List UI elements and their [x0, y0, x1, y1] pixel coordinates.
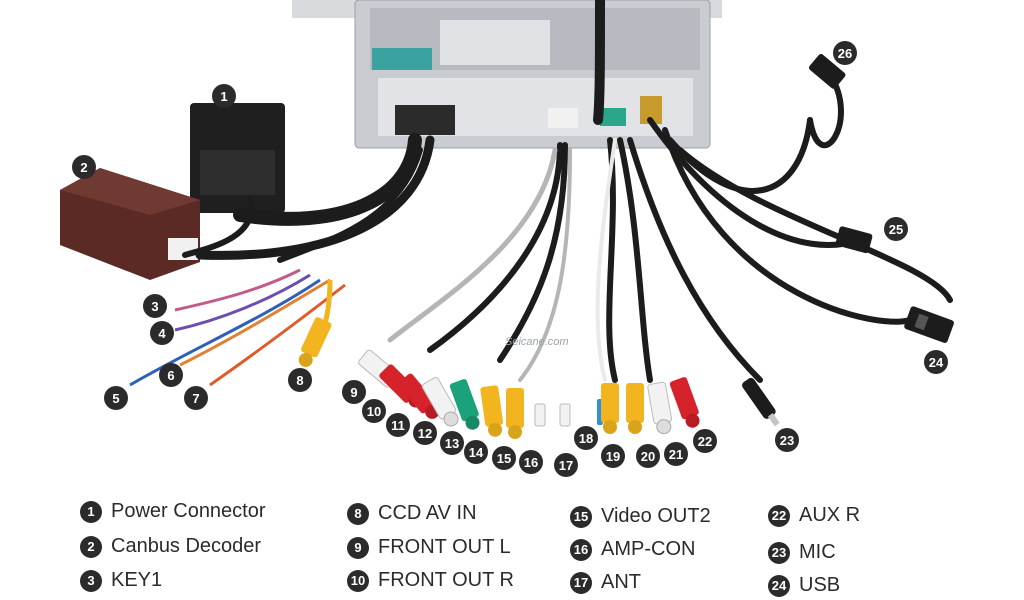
- callout-17: 17: [554, 453, 578, 477]
- callout-15: 15: [492, 446, 516, 470]
- legend-label: Canbus Decoder: [111, 535, 262, 557]
- legend-number: 17: [570, 571, 592, 594]
- legend-item-16: 16 AMP-CON: [570, 538, 695, 561]
- legend-item-9: 9 FRONT OUT L: [347, 536, 511, 559]
- legend-item-8: 8 CCD AV IN: [347, 502, 477, 525]
- callout-22: 22: [693, 429, 717, 453]
- callout-24-label: 24: [929, 355, 944, 370]
- legend-number: 8: [347, 502, 369, 525]
- legend-label: AMP-CON: [601, 538, 696, 560]
- callout-11: 11: [386, 413, 410, 437]
- callout-21-label: 21: [669, 447, 683, 462]
- legend-number: 9: [347, 536, 369, 559]
- legend-item-23: 23 MIC: [768, 541, 836, 564]
- legend-label: FRONT OUT L: [378, 536, 511, 558]
- legend-label: MIC: [799, 541, 836, 563]
- legend-number: 16: [570, 538, 592, 561]
- legend-item-15: 15 Video OUT2: [570, 505, 711, 528]
- legend-number: 23: [768, 541, 790, 564]
- callout-12-label: 12: [418, 426, 432, 441]
- callout-12: 12: [413, 421, 437, 445]
- legend-number: 3: [80, 569, 102, 592]
- callout-9-label: 9: [350, 385, 357, 400]
- callout-9: 9: [342, 380, 366, 404]
- legend-label: Power Connector: [111, 500, 266, 522]
- legend-label: ANT: [601, 571, 641, 593]
- legend-item-10: 10 FRONT OUT R: [347, 569, 514, 592]
- wiring-diagram: Seicane.com 1 2 3 4 5 6 7 8 9 10 11 12 1…: [60, 0, 954, 477]
- callout-19-label: 19: [606, 449, 620, 464]
- callout-20: 20: [636, 444, 660, 468]
- callout-26-label: 26: [838, 46, 852, 61]
- legend-item-24: 24 USB: [768, 574, 840, 597]
- head-unit: [292, 0, 722, 149]
- callout-16: 16: [519, 450, 543, 474]
- callout-10: 10: [362, 399, 386, 423]
- legend-item-3: 3 KEY1: [80, 569, 162, 592]
- callout-21: 21: [664, 442, 688, 466]
- legend-item-22: 22 AUX R: [768, 504, 860, 527]
- watermark-text: Seicane.com: [505, 336, 569, 348]
- canbus-decoder: [60, 168, 200, 280]
- callout-8-label: 8: [296, 373, 303, 388]
- callout-25-label: 25: [889, 222, 903, 237]
- thin-wires: [129, 268, 346, 387]
- callout-4: 4: [150, 321, 174, 345]
- callouts: 1 2 3 4 5 6 7 8 9 10 11 12 13 14 15 16 1…: [72, 41, 948, 477]
- legend-label: FRONT OUT R: [378, 569, 514, 591]
- legend-label: AUX R: [799, 504, 861, 526]
- callout-4-label: 4: [158, 326, 166, 341]
- legend-number: 24: [768, 574, 790, 597]
- callout-19: 19: [601, 444, 625, 468]
- callout-6: 6: [159, 363, 183, 387]
- callout-8: 8: [288, 368, 312, 392]
- callout-13-label: 13: [445, 436, 459, 451]
- callout-14: 14: [464, 440, 488, 464]
- legend-item-2: 2 Canbus Decoder: [80, 535, 261, 558]
- rca-connectors: [298, 53, 954, 439]
- callout-11-label: 11: [391, 418, 405, 433]
- legend-label: Video OUT2: [601, 505, 711, 527]
- legend-item-17: 17 ANT: [570, 571, 641, 594]
- callout-2-label: 2: [80, 160, 87, 175]
- callout-1-label: 1: [220, 89, 227, 104]
- callout-7-label: 7: [192, 391, 199, 406]
- legend-label: USB: [799, 574, 841, 596]
- callout-18: 18: [574, 426, 598, 450]
- legend-number: 10: [347, 569, 369, 592]
- callout-10-label: 10: [367, 404, 381, 419]
- callout-17-label: 17: [559, 458, 573, 473]
- callout-16-label: 16: [524, 455, 538, 470]
- callout-5-label: 5: [112, 391, 119, 406]
- callout-5: 5: [104, 386, 128, 410]
- legend-number: 2: [80, 535, 102, 558]
- legend-number: 15: [570, 505, 592, 528]
- callout-24: 24: [924, 350, 948, 374]
- callout-1: 1: [212, 84, 236, 108]
- callout-3: 3: [143, 294, 167, 318]
- legend-item-1: 1 Power Connector: [80, 500, 266, 523]
- callout-7: 7: [184, 386, 208, 410]
- callout-6-label: 6: [167, 368, 174, 383]
- power-connector: [190, 103, 285, 213]
- callout-15-label: 15: [497, 451, 511, 466]
- legend-number: 22: [768, 504, 790, 527]
- callout-23: 23: [775, 428, 799, 452]
- callout-3-label: 3: [151, 299, 158, 314]
- callout-13: 13: [440, 431, 464, 455]
- legend-number: 1: [80, 500, 102, 523]
- callout-25: 25: [884, 217, 908, 241]
- callout-2: 2: [72, 155, 96, 179]
- callout-23-label: 23: [780, 433, 794, 448]
- callout-22-label: 22: [698, 434, 712, 449]
- legend-label: KEY1: [111, 569, 163, 591]
- callout-18-label: 18: [579, 431, 593, 446]
- callout-26: 26: [833, 41, 857, 65]
- callout-14-label: 14: [469, 445, 484, 460]
- legend-label: CCD AV IN: [378, 502, 477, 524]
- callout-20-label: 20: [641, 449, 655, 464]
